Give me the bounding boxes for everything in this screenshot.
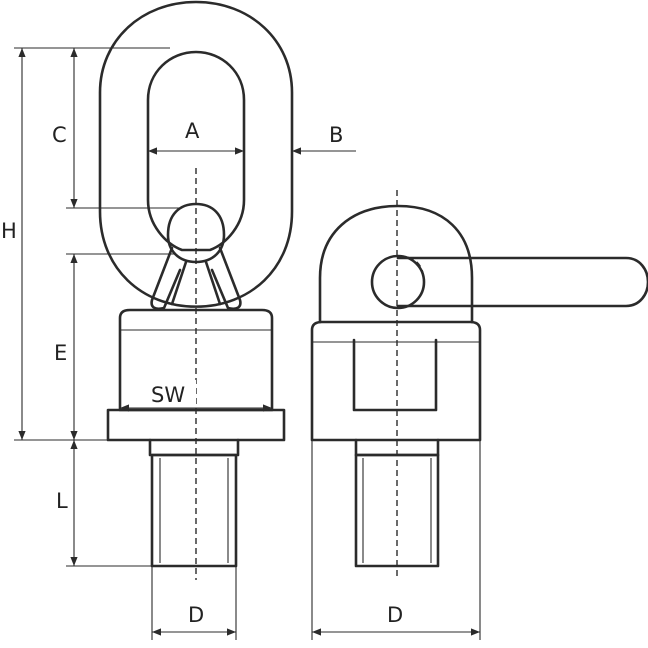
label-E: E (54, 341, 67, 365)
label-B: B (329, 123, 343, 147)
front-leg-left (150, 246, 182, 311)
front-body (118, 308, 274, 412)
front-eye-ring-outer (98, 0, 294, 308)
dimension-labels: H C E L A B SW D D (1, 119, 403, 627)
front-neck (148, 438, 240, 457)
label-C: C (52, 123, 67, 147)
front-flange (106, 408, 286, 442)
front-thread-stud (150, 453, 238, 568)
label-L: L (56, 489, 68, 513)
side-pin-dash-arc (397, 255, 425, 283)
side-head (318, 204, 474, 324)
side-handle-bar (396, 256, 648, 308)
front-leg-right (210, 246, 242, 311)
label-A: A (185, 119, 200, 143)
front-pivot-ball (166, 202, 226, 264)
label-SW: SW (151, 383, 185, 407)
side-hex-window (352, 338, 438, 412)
label-D-front: D (188, 603, 204, 627)
dimensions (14, 47, 481, 640)
side-thread-stud (354, 453, 440, 568)
label-D-side: D (387, 603, 403, 627)
front-view (98, 0, 294, 580)
label-H: H (1, 219, 17, 243)
front-leg-inner (170, 260, 222, 306)
side-view (310, 190, 648, 580)
side-pin-circle (370, 254, 426, 310)
side-body (310, 320, 482, 442)
sw-label-bg (148, 380, 196, 406)
